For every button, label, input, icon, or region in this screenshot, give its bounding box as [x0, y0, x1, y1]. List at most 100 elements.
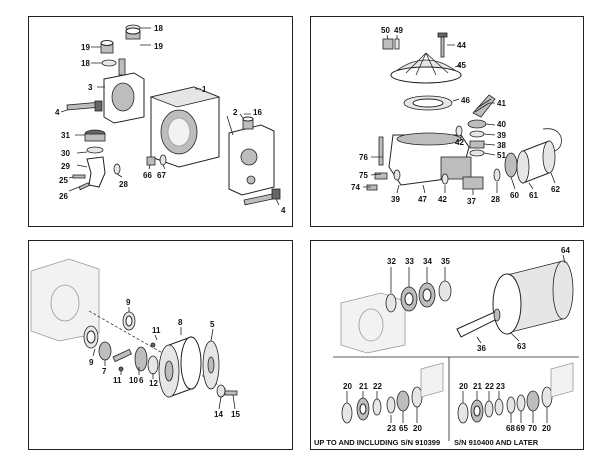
label-28: 28 [119, 180, 128, 189]
label-20-c: 20 [459, 382, 468, 391]
label-36: 36 [477, 344, 486, 353]
part-3-stud [118, 58, 126, 76]
part-61-cylinder-far [542, 140, 556, 174]
part-39-ring [469, 130, 485, 138]
label-63: 63 [517, 342, 526, 351]
ghost-housing-bore [50, 284, 80, 322]
label-37: 37 [467, 197, 476, 206]
part-39-ring-b [393, 169, 401, 181]
part-9-ring-top-hole [125, 315, 133, 327]
part-11-pin-b [150, 342, 156, 348]
label-10: 10 [129, 376, 138, 385]
label-62: 62 [551, 185, 560, 194]
part-36-shaft [456, 310, 498, 338]
label-42-b: 42 [438, 195, 447, 204]
label-6: 6 [139, 376, 144, 385]
label-68: 68 [506, 424, 515, 433]
label-41: 41 [497, 99, 506, 108]
part-8-pulley-far [180, 336, 202, 390]
part-63-bell-base [552, 260, 574, 320]
label-4-a: 4 [55, 108, 60, 117]
part-21-bearing-a-hole [359, 403, 367, 415]
label-9-bottom: 9 [89, 358, 94, 367]
ghost-shaft-a [420, 362, 444, 398]
label-66: 66 [143, 171, 152, 180]
part-9-ring-bottom-hole [86, 330, 96, 344]
label-38: 38 [497, 141, 506, 150]
part-4-bolt-left-head [94, 100, 103, 112]
panel-pulley-assembly: 9 11 8 5 9 7 11 10 6 12 14 15 [28, 240, 293, 450]
part-28-ring-b [493, 168, 501, 182]
label-33: 33 [405, 257, 414, 266]
label-9-top: 9 [126, 298, 131, 307]
label-20-d: 20 [542, 424, 551, 433]
label-30: 30 [61, 149, 70, 158]
ghost-shaft-b [550, 362, 574, 398]
part-20-ring-d [541, 386, 553, 408]
label-18-a: 18 [154, 24, 163, 33]
label-67: 67 [157, 171, 166, 180]
label-20-b: 20 [413, 424, 422, 433]
label-35: 35 [441, 257, 450, 266]
part-3-bore [111, 82, 135, 112]
label-32: 32 [387, 257, 396, 266]
part-38-seat [469, 140, 485, 149]
part-23-ring-b [494, 398, 504, 416]
part-16-plug-top [242, 116, 254, 122]
label-45: 45 [457, 61, 466, 70]
part-63-bell-mouth [492, 273, 522, 335]
part-44-bolt [440, 34, 445, 58]
label-11-top: 11 [152, 326, 161, 335]
label-61: 61 [529, 191, 538, 200]
regulator-body-top [396, 132, 462, 146]
part-1-housing-top [149, 86, 221, 108]
label-70: 70 [528, 424, 537, 433]
label-4-b: 4 [281, 206, 286, 215]
part-1-bore-inner [167, 117, 191, 147]
pulley-drawing: 9 11 8 5 9 7 11 10 6 12 14 15 [30, 258, 240, 419]
regulator-outlet [440, 156, 472, 180]
label-12: 12 [149, 379, 158, 388]
part-11-pin-a [118, 366, 124, 372]
part-61-cylinder-end [516, 150, 530, 184]
label-31: 31 [61, 131, 70, 140]
part-45-cover-base [390, 66, 462, 84]
part-75-nut [374, 172, 388, 180]
label-5: 5 [210, 320, 215, 329]
label-65: 65 [399, 424, 408, 433]
label-8: 8 [178, 318, 183, 327]
label-1: 1 [202, 85, 207, 94]
part-2-port-small [246, 175, 256, 185]
part-65-bearing [396, 390, 410, 412]
regulator-drawing: 50 49 44 45 46 41 40 39 38 51 42 76 75 7… [351, 26, 562, 206]
label-28: 28 [491, 195, 500, 204]
part-74-screw [366, 184, 378, 191]
label-42-a: 42 [455, 138, 464, 147]
part-4-bolt-left [66, 101, 98, 111]
label-46: 46 [461, 96, 470, 105]
ghost-housing-b-bore [358, 308, 384, 342]
label-50: 50 [381, 26, 390, 35]
part-8-pulley-hub [164, 360, 174, 382]
label-39-a: 39 [497, 131, 506, 140]
label-23-a: 23 [387, 424, 396, 433]
part-4-bolt-right [243, 192, 277, 206]
label-51: 51 [497, 151, 506, 160]
panel-bearing-housing: 64 32 33 34 35 36 63 20 21 22 23 65 20 2… [310, 240, 584, 450]
part-42-ring-b [441, 173, 449, 185]
part-20-ring-b [411, 386, 423, 408]
part-19-cap-top [125, 27, 141, 35]
pump-housing-drawing: 18 19 19 18 1 3 4 2 16 31 30 29 25 26 28… [55, 24, 286, 215]
part-42-ring-a [455, 125, 463, 137]
label-34: 34 [423, 257, 432, 266]
bearing-housing-drawing: 64 32 33 34 35 36 63 20 21 22 23 65 20 2… [314, 246, 579, 447]
part-40-nut [467, 119, 487, 129]
part-32-washer [385, 293, 397, 313]
part-68-ring [506, 396, 516, 414]
label-29: 29 [61, 162, 70, 171]
panel-pump-housing: 18 19 19 18 1 3 4 2 16 31 30 29 25 26 28… [28, 16, 293, 227]
label-60: 60 [510, 191, 519, 200]
label-20-a: 20 [343, 382, 352, 391]
part-76-rod [378, 136, 384, 166]
